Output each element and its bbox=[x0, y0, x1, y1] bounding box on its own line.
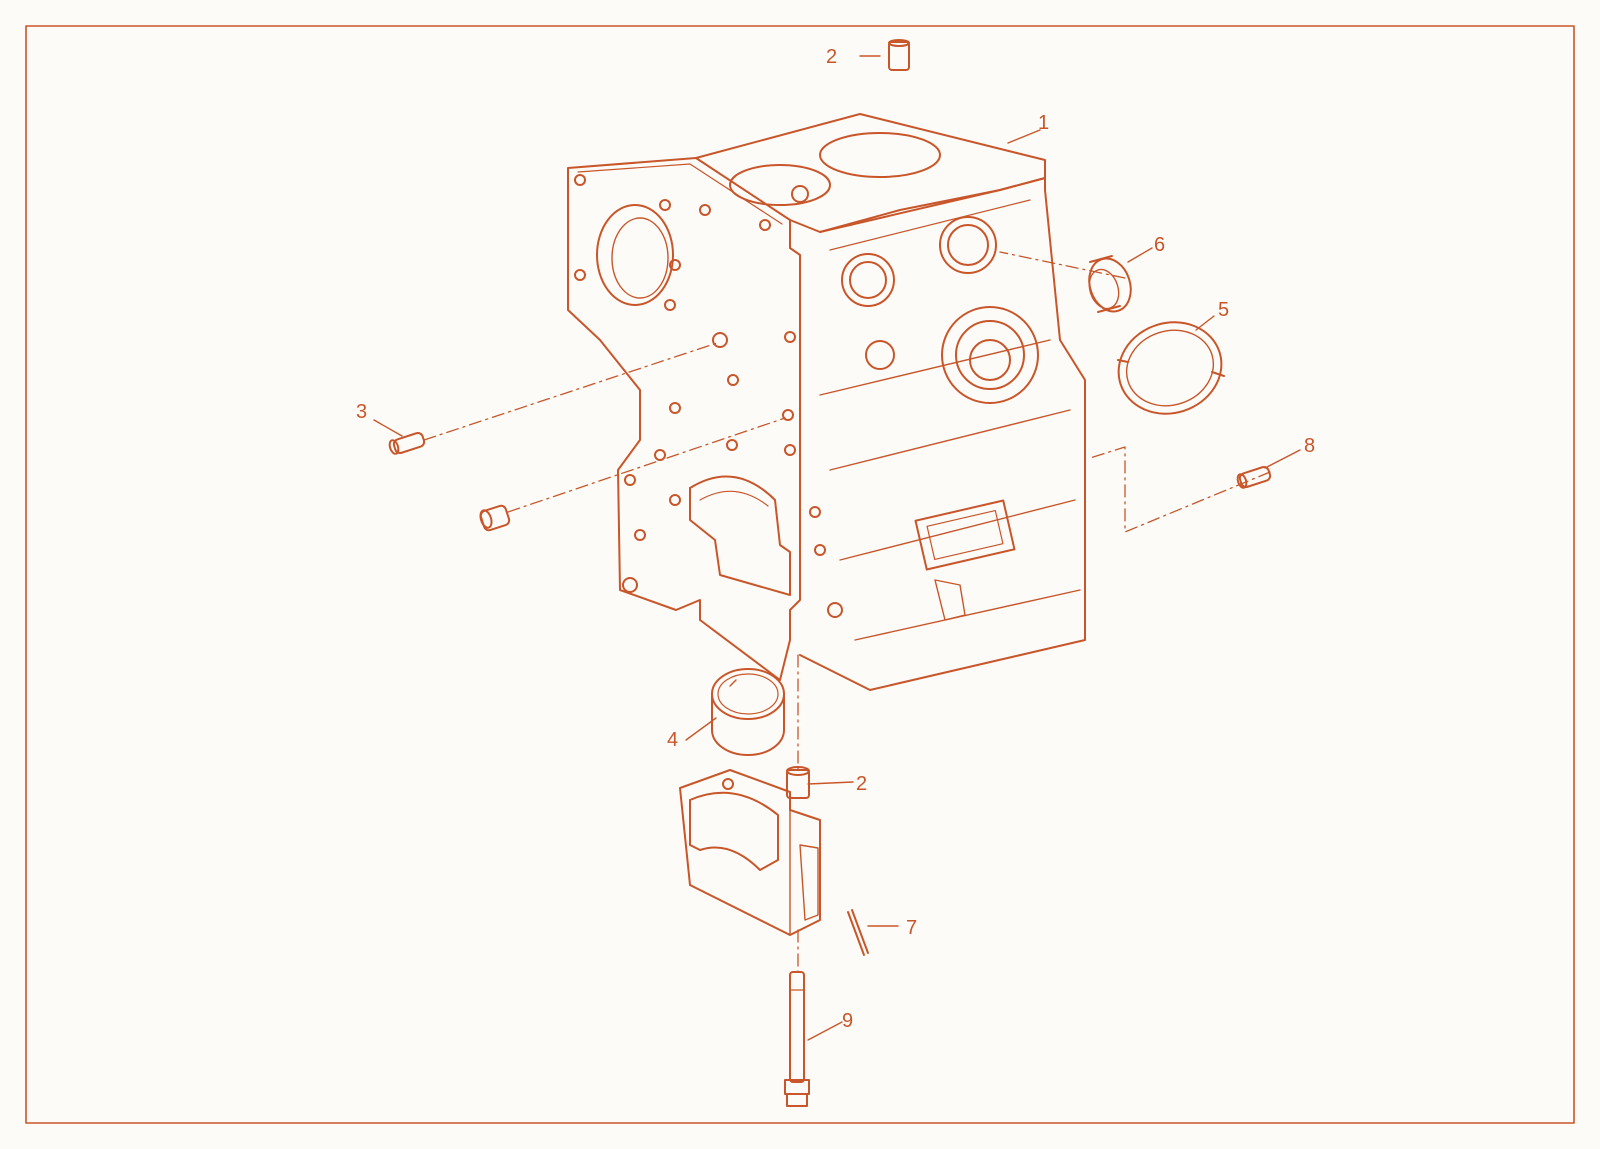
leader-lines bbox=[373, 55, 1301, 1041]
main-bearing-cap bbox=[679, 769, 821, 936]
callout-1: 1 bbox=[1038, 112, 1049, 134]
plug-3 bbox=[388, 432, 426, 455]
seal-ring-6 bbox=[1088, 255, 1132, 313]
thrust-washer-5 bbox=[1117, 321, 1225, 415]
bolt-9 bbox=[784, 971, 810, 1107]
callout-5: 5 bbox=[1218, 299, 1229, 321]
callout-6: 6 bbox=[1154, 234, 1165, 256]
callout-2-bottom: 2 bbox=[856, 773, 867, 795]
cylinder-block bbox=[567, 113, 1086, 691]
plug-8 bbox=[1236, 466, 1272, 489]
callout-4: 4 bbox=[667, 729, 678, 751]
bearing-shell-4 bbox=[711, 668, 785, 756]
callout-9: 9 bbox=[842, 1010, 853, 1032]
pin-7 bbox=[847, 909, 869, 956]
diagram-border bbox=[25, 25, 1575, 1124]
callout-8: 8 bbox=[1304, 435, 1315, 457]
callout-2-top: 2 bbox=[826, 46, 837, 68]
callout-7: 7 bbox=[906, 917, 917, 939]
plug-lower-left bbox=[479, 504, 511, 532]
callout-3: 3 bbox=[356, 401, 367, 423]
dowel-top bbox=[888, 39, 910, 71]
assembly-lines bbox=[423, 251, 1271, 973]
